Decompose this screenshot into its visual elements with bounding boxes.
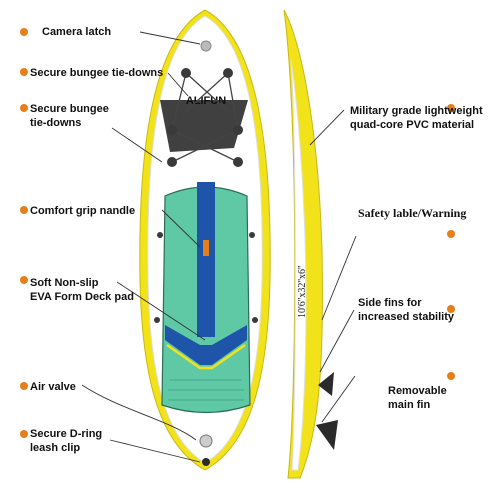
board-size-text: 10'6''x32''x6'' [297, 265, 308, 318]
callout-dot-grip-handle [20, 206, 28, 214]
callout-dot-air-valve [20, 382, 28, 390]
callout-lines [81, 31, 357, 463]
callout-dot-deck-pad [20, 276, 28, 284]
callout-dot-safety [447, 230, 455, 238]
carry-handle [203, 240, 209, 256]
label-grip-handle: Comfort grip nandle [30, 205, 136, 217]
board-top-view: ALIFUN [139, 9, 271, 471]
label-main-fin: Removable main fin [388, 385, 447, 411]
label-bungee-2: Secure bungee tie-downs [30, 103, 109, 129]
label-pvc: Military grade lightweight quad-core PVC… [350, 105, 483, 131]
label-safety: Safety lable/Warning [358, 206, 467, 220]
callout-dot-side-fins [447, 305, 455, 313]
d-ring [202, 458, 210, 466]
label-side-fins: Side fins for increased stability [358, 297, 454, 323]
callout-dot-bungee-1 [20, 68, 28, 76]
board-side-view: 10'6''x32''x6'' [283, 9, 338, 479]
main-fin [316, 420, 338, 450]
callout-dot-pvc [447, 104, 455, 112]
callout-dot-d-ring [20, 430, 28, 438]
label-bungee-1: Secure bungee tie-downs [30, 67, 164, 79]
callout-dot-bungee-2 [20, 104, 28, 112]
label-camera-latch: Camera latch [42, 26, 112, 38]
side-fin [318, 372, 334, 396]
label-air-valve: Air valve [30, 381, 76, 393]
camera-latch-mount [200, 40, 212, 52]
air-valve-cap [199, 434, 213, 448]
label-deck-pad: Soft Non-slip EVA Form Deck pad [30, 277, 134, 303]
callout-dot-camera-latch [20, 28, 28, 36]
brand-logo: ALIFUN [186, 95, 226, 107]
label-d-ring: Secure D-ring leash clip [30, 428, 103, 454]
callout-dot-main-fin [447, 372, 455, 380]
